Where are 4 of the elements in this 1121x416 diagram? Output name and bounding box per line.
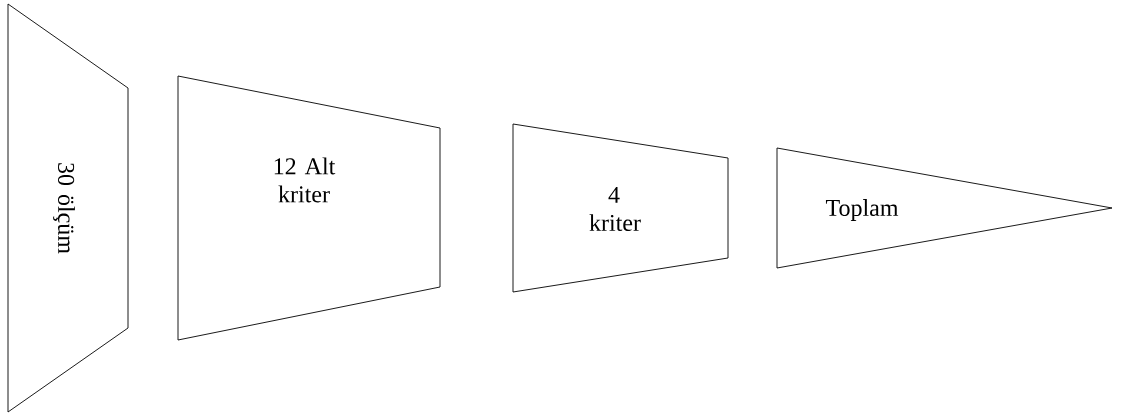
triangle: Toplam — [776, 147, 1113, 269]
trapezoid: 4 kriter — [512, 123, 729, 293]
trapezoid: 30 ölçüm — [7, 3, 129, 413]
trapezoid: 12 Alt kriter — [177, 75, 441, 341]
